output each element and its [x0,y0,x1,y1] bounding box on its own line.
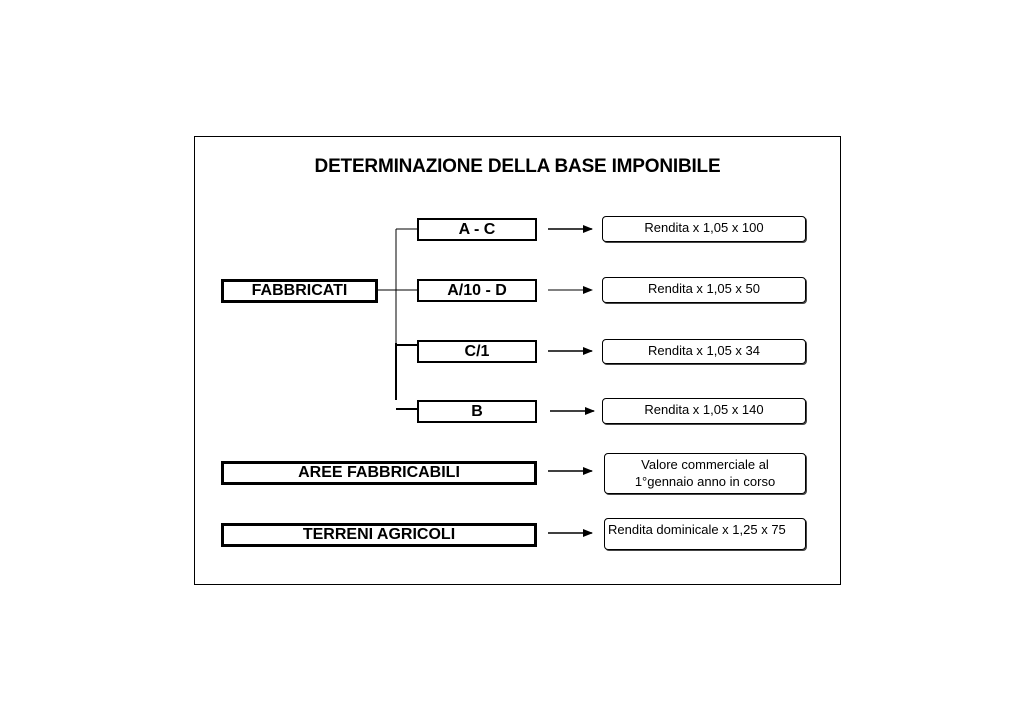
result-box-aree: Valore commerciale al 1°gennaio anno in … [604,453,806,494]
fabbricati-box: FABBRICATI [221,279,378,303]
result-aree-line2: 1°gennaio anno in corso [634,474,776,489]
diagram-frame [194,136,841,585]
aree-fabbricabili-box: AREE FABBRICABILI [221,461,537,485]
result-box-terreni: Rendita dominicale x 1,25 x 75 [604,518,806,550]
category-box-a-c: A - C [417,218,537,241]
result-box-a-c: Rendita x 1,05 x 100 [602,216,806,242]
result-box-b: Rendita x 1,05 x 140 [602,398,806,424]
category-box-b: B [417,400,537,423]
result-box-c1: Rendita x 1,05 x 34 [602,339,806,364]
diagram-title: DETERMINAZIONE DELLA BASE IMPONIBILE [314,156,721,177]
category-box-a10-d: A/10 - D [417,279,537,302]
result-box-a10-d: Rendita x 1,05 x 50 [602,277,806,303]
result-aree-line1: Valore commerciale al [641,457,769,472]
category-box-c1: C/1 [417,340,537,363]
terreni-agricoli-box: TERRENI AGRICOLI [221,523,537,547]
